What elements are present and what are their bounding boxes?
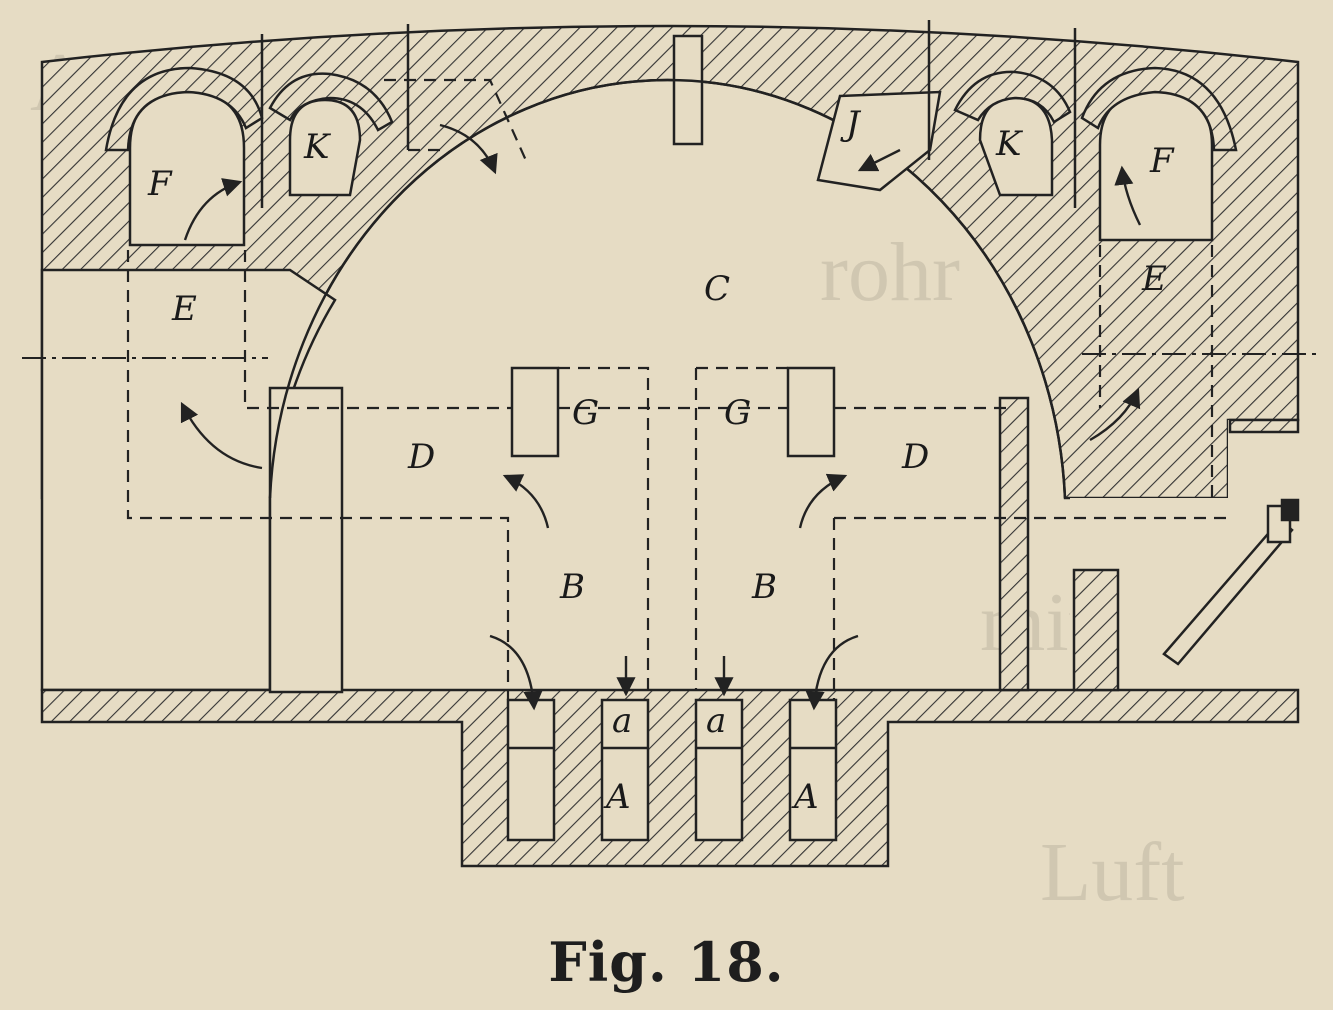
burner-cells	[506, 698, 838, 842]
dashed-hidden-lines	[126, 78, 1228, 700]
label-flue-right: F	[1149, 141, 1175, 181]
label-burner-left: B	[559, 567, 585, 607]
label-air-A2: A	[791, 777, 819, 817]
right-ledge	[1228, 418, 1300, 434]
label-flue-left: F	[147, 164, 173, 204]
left-pillar	[268, 386, 344, 694]
label-channel-left: K	[303, 127, 332, 167]
label-air-A1: A	[603, 777, 631, 817]
label-passage-left: E	[171, 289, 197, 329]
label-space-right: D	[901, 437, 929, 477]
label-channel-right: K	[995, 124, 1024, 164]
letter-labels: C F K K F J E E G G D D B B a a A A	[147, 104, 1175, 817]
top-flue-slot	[672, 34, 704, 146]
label-outlet-right: J	[840, 104, 862, 144]
passage-right-lower	[1065, 420, 1298, 690]
flue-left-K	[288, 98, 362, 197]
label-port-left: G	[572, 393, 599, 433]
base-slab	[40, 688, 1300, 868]
flow-arrows	[180, 123, 1142, 711]
outlet-right-J	[816, 90, 942, 192]
right-divider-wall	[998, 396, 1030, 692]
label-burner-right: B	[751, 567, 777, 607]
axis-line	[22, 353, 1322, 359]
lever-handle	[1162, 498, 1300, 666]
rods	[260, 20, 1077, 208]
right-step	[1072, 568, 1120, 692]
upper-flues	[128, 90, 1214, 247]
figure-caption: Fig. 18.	[548, 930, 785, 994]
label-port-right: G	[724, 393, 751, 433]
chamber-arch	[268, 78, 1067, 499]
label-gas-a1: a	[612, 701, 632, 741]
label-gas-a2: a	[706, 701, 726, 741]
label-space-left: D	[407, 437, 435, 477]
flue-caps	[104, 66, 1238, 152]
label-chamber: C	[704, 269, 730, 309]
ports	[510, 366, 836, 458]
svg-text:rohr: rohr	[820, 226, 960, 319]
svg-text:Luft: Luft	[1040, 826, 1185, 919]
label-passage-right: E	[1141, 259, 1167, 299]
